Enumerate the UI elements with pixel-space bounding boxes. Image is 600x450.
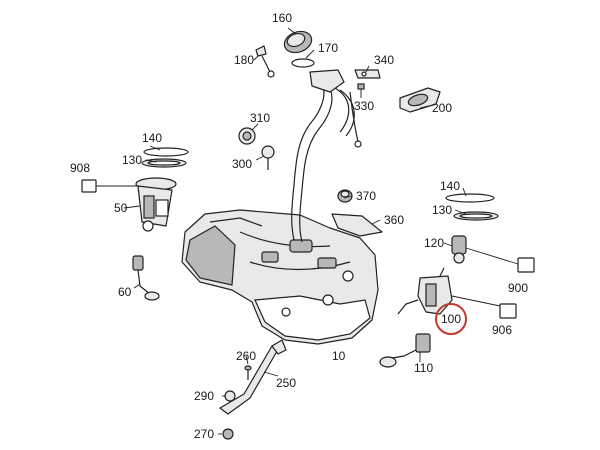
level-sensor-110 [379, 333, 431, 368]
pump-module-100 [397, 267, 453, 315]
nut-270 [222, 428, 234, 440]
seal-ring-140-right [445, 193, 495, 203]
label-906: 906 [492, 323, 512, 337]
label-330: 330 [354, 99, 374, 113]
label-370: 370 [356, 189, 376, 203]
label-260: 260 [236, 349, 256, 363]
label-340: 340 [374, 53, 394, 67]
fuel-tank [181, 209, 379, 345]
label-908: 908 [70, 161, 90, 175]
label-110: 110 [414, 361, 433, 375]
connector-900 [465, 247, 535, 273]
label-310: 310 [250, 111, 270, 125]
part-labels: 160 170 180 340 330 200 310 300 370 360 … [70, 11, 528, 441]
lock-ring-130-right [453, 211, 499, 221]
connector-906 [451, 295, 517, 319]
pad-360 [331, 213, 383, 237]
label-360: 360 [384, 213, 404, 227]
label-140-left: 140 [142, 131, 162, 145]
seal-ring [291, 58, 315, 68]
cover-200 [399, 87, 441, 113]
screw-330 [357, 83, 365, 98]
label-100: 100 [441, 312, 461, 326]
label-140-right: 140 [440, 179, 460, 193]
label-130-left: 130 [122, 153, 142, 167]
label-120: 120 [424, 236, 444, 250]
bolt-260 [244, 365, 252, 380]
label-60: 60 [118, 285, 132, 299]
highlight-ring [435, 303, 467, 335]
label-130-right: 130 [432, 203, 452, 217]
filler-neck [291, 69, 362, 243]
label-290: 290 [194, 389, 214, 403]
fuel-cap [283, 30, 313, 54]
label-250: 250 [276, 376, 296, 390]
grommet-370 [337, 189, 353, 203]
label-270: 270 [194, 427, 214, 441]
label-170: 170 [318, 41, 338, 55]
level-sender-60 [132, 255, 160, 301]
leader-lines [123, 27, 467, 435]
label-900: 900 [508, 281, 528, 295]
sensor-120 [451, 235, 467, 264]
bracket-340 [354, 69, 381, 79]
pump-module-50 [135, 177, 177, 232]
washer-290 [224, 390, 236, 402]
seal-ring-140-left [143, 147, 189, 157]
flange-310 [238, 127, 256, 145]
strap-250 [219, 339, 287, 415]
label-50: 50 [114, 201, 128, 215]
connector-908 [81, 179, 138, 193]
label-10: 10 [332, 349, 346, 363]
tether-strap [255, 45, 275, 78]
label-180: 180 [234, 53, 254, 67]
label-200: 200 [432, 101, 452, 115]
label-160: 160 [272, 11, 292, 25]
bolt-300 [261, 145, 275, 170]
label-300: 300 [232, 157, 252, 171]
